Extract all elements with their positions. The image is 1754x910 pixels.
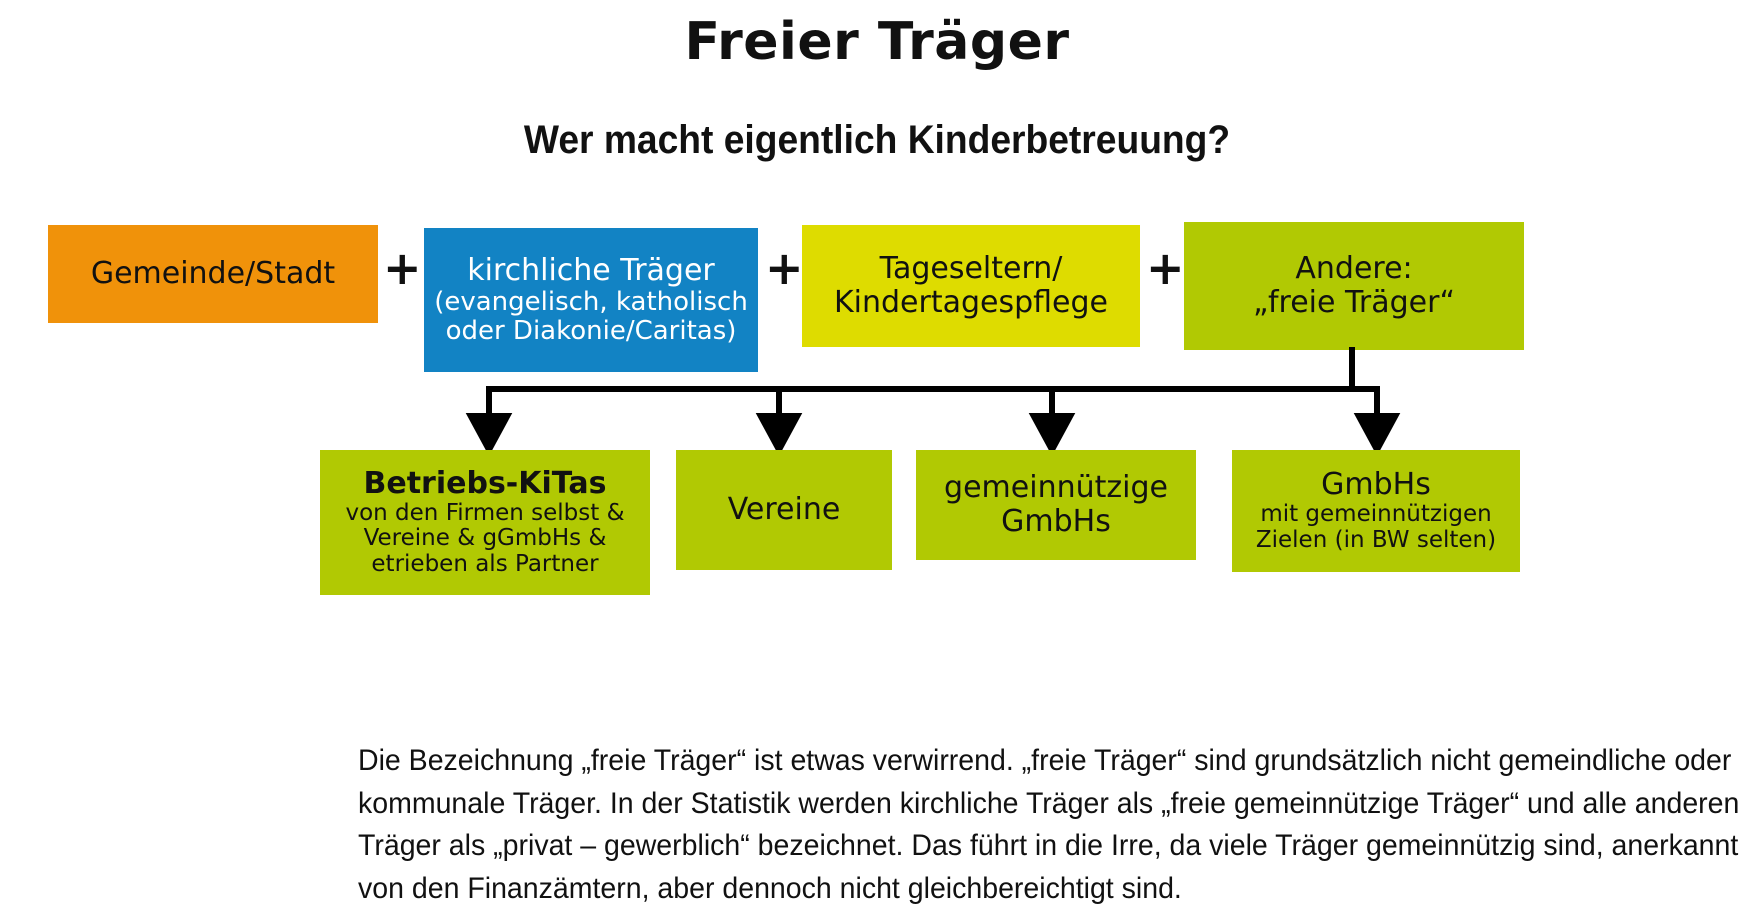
box-andere-freie-traeger[interactable]: Andere: „freie Träger“ <box>1184 222 1524 350</box>
box-gemeinde-stadt[interactable]: Gemeinde/Stadt <box>48 225 378 323</box>
page-title: Freier Träger <box>684 12 1070 72</box>
footnote-line-1: Die Bezeichnung „freie Träger“ ist etwas… <box>358 744 1732 777</box>
box-kirchliche-traeger-line-2: (evangelisch, katholisch <box>434 286 748 317</box>
footnote-line-3: Träger als „privat – gewerblich“ bezeich… <box>358 829 1739 863</box>
box-gemeinnuetzige-gmbhs-heading: gemeinnützige <box>944 470 1168 506</box>
box-vereine-heading: Vereine <box>727 492 841 528</box>
box-kirchliche-traeger[interactable]: kirchliche Träger (evangelisch, katholis… <box>424 228 758 372</box>
box-betriebs-kitas[interactable]: Betriebs-KiTas von den Firmen selbst & V… <box>320 450 650 595</box>
box-gmbhs-gemeinnuetzig[interactable]: GmbHs mit gemeinnützigen Zielen (in BW s… <box>1232 450 1520 572</box>
box-tageseltern-line-2: Kindertagespflege <box>833 285 1109 320</box>
box-tageseltern-line-1: Tageseltern/ <box>879 251 1063 287</box>
box-kirchliche-traeger-line-1: kirchliche Träger <box>467 253 715 289</box>
box-betriebs-kitas-heading: Betriebs-KiTas <box>363 466 607 502</box>
box-gemeinnuetzige-gmbhs-heading-2: GmbHs <box>1001 504 1111 539</box>
box-betriebs-kitas-line-1: von den Firmen selbst & <box>345 499 625 526</box>
plus-operator-1: + <box>383 241 422 295</box>
footnote-paragraph: Die Bezeichnung „freie Träger“ ist etwas… <box>358 740 1740 910</box>
box-gemeinde-stadt-line-1: Gemeinde/Stadt <box>90 256 336 292</box>
box-tageseltern[interactable]: Tageseltern/ Kindertagespflege <box>802 225 1140 347</box>
box-gmbhs-gemeinnuetzig-line-1: mit gemeinnützigen <box>1260 501 1492 528</box>
footnote-line-4: von den Finanzämtern, aber dennoch nicht… <box>358 871 1182 905</box>
plus-operator-2: + <box>765 241 804 295</box>
box-andere-freie-traeger-line-1: Andere: <box>1295 251 1413 287</box>
box-vereine[interactable]: Vereine <box>676 450 892 570</box>
box-betriebs-kitas-line-3: etrieben als Partner <box>371 551 599 578</box>
footnote-line-2: kommunale Träger. In der Statistik werde… <box>358 786 1740 820</box>
box-kirchliche-traeger-line-3: oder Diakonie/Caritas) <box>445 315 737 346</box>
box-betriebs-kitas-line-2: Vereine & gGmbHs & <box>363 525 607 552</box>
plus-operator-3: + <box>1146 241 1185 295</box>
box-andere-freie-traeger-line-2: „freie Träger“ <box>1252 285 1456 320</box>
page-subtitle: Wer macht eigentlich Kinderbetreuung? <box>523 118 1231 162</box>
box-gmbhs-gemeinnuetzig-line-2: Zielen (in BW selten) <box>1255 526 1497 553</box>
box-gmbhs-gemeinnuetzig-heading: GmbHs <box>1321 467 1431 503</box>
box-gemeinnuetzige-gmbhs[interactable]: gemeinnützige GmbHs <box>916 450 1196 560</box>
